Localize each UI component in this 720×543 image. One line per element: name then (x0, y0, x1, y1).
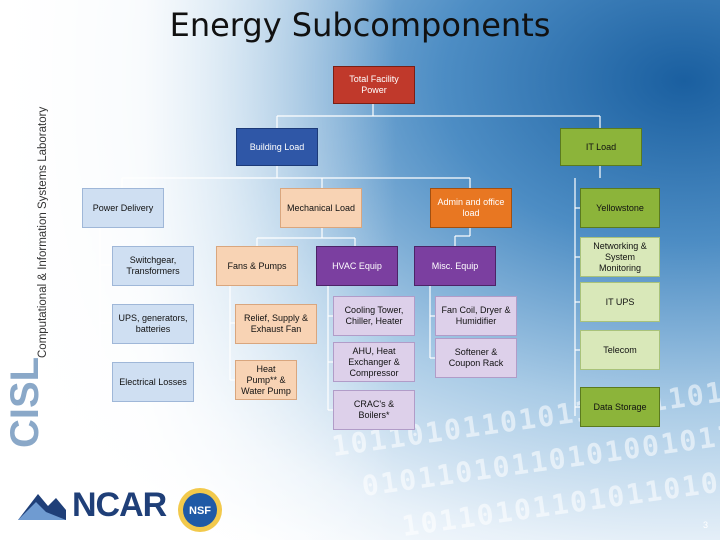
node-power-delivery: Power Delivery (82, 188, 164, 228)
node-crac-boilers: CRAC's & Boilers* (333, 390, 415, 430)
node-ups-generators: UPS, generators, batteries (112, 304, 194, 344)
slide-title: Energy Subcomponents (169, 6, 551, 44)
cisl-org-name: Computational & Information Systems Labo… (37, 107, 48, 358)
node-data-storage: Data Storage (580, 387, 660, 427)
node-fan-coil: Fan Coil, Dryer & Humidifier (435, 296, 517, 336)
node-heat-pump: Heat Pump** & Water Pump (235, 360, 297, 400)
node-switchgear-transformers: Switchgear, Transformers (112, 246, 194, 286)
node-hvac-equip: HVAC Equip (316, 246, 398, 286)
node-building-load: Building Load (236, 128, 318, 166)
node-telecom: Telecom (580, 330, 660, 370)
node-fans-pumps: Fans & Pumps (216, 246, 298, 286)
node-mechanical-load: Mechanical Load (280, 188, 362, 228)
node-admin-office-load: Admin and office load (430, 188, 512, 228)
node-networking: Networking & System Monitoring (580, 237, 660, 277)
node-it-ups: IT UPS (580, 282, 660, 322)
ncar-logo: NCAR (72, 486, 167, 524)
page-number: 3 (702, 520, 708, 530)
node-ahu: AHU, Heat Exchanger & Compressor (333, 342, 415, 382)
node-softener: Softener & Coupon Rack (435, 338, 517, 378)
nsf-logo: NSF (178, 488, 222, 532)
nsf-logo-text: NSF (189, 505, 211, 517)
node-yellowstone: Yellowstone (580, 188, 660, 228)
node-it-load: IT Load (560, 128, 642, 166)
node-relief-supply-fan: Relief, Supply & Exhaust Fan (235, 304, 317, 344)
node-electrical-losses: Electrical Losses (112, 362, 194, 402)
node-cooling-tower: Cooling Tower, Chiller, Heater (333, 296, 415, 336)
cisl-logo-text: CISL (8, 357, 47, 448)
node-misc-equip: Misc. Equip (414, 246, 496, 286)
ncar-logo-mark (18, 494, 66, 520)
cisl-logo: CISL Computational & Information Systems… (8, 107, 48, 448)
node-total-facility-power: Total Facility Power (333, 66, 415, 104)
